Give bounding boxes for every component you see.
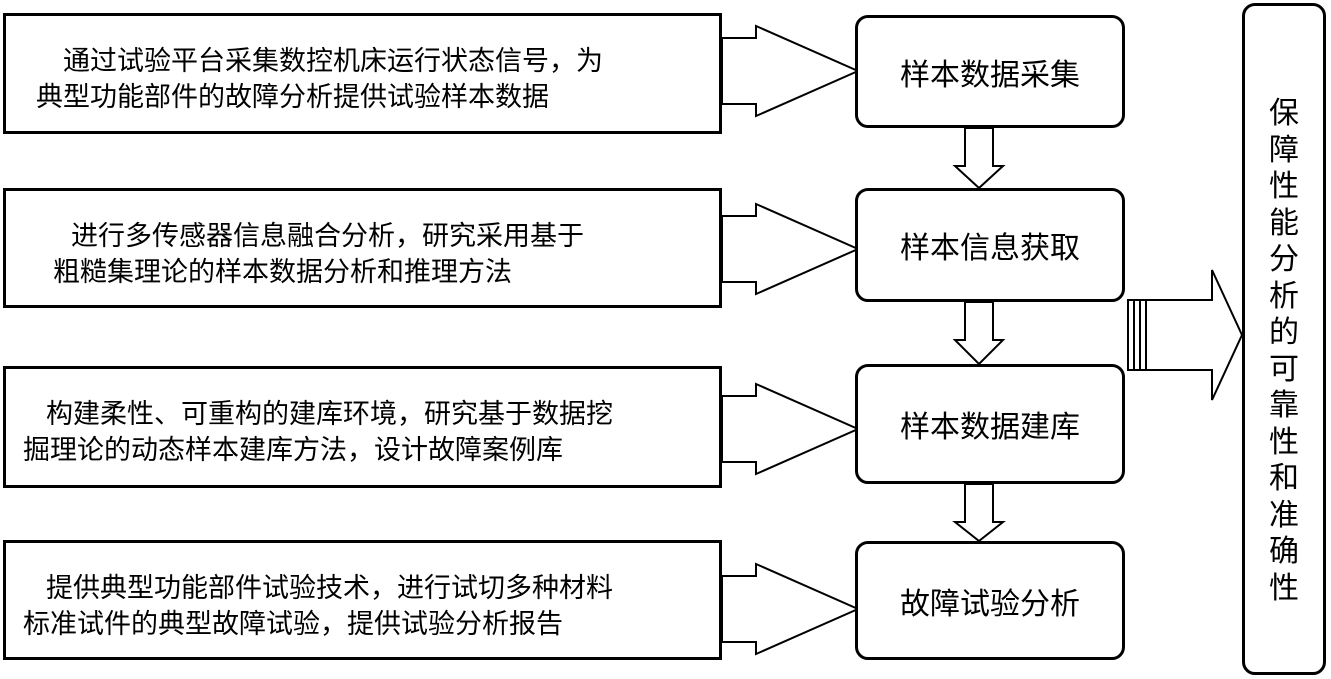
result-char: 可 <box>1269 351 1299 387</box>
description-box-3: 构建柔性、可重构的建库环境，研究基于数据挖 掘理论的动态样本建库方法，设计故障案… <box>3 366 722 488</box>
description-2-line-2: 粗糙集理论的样本数据分析和推理方法 <box>53 257 512 288</box>
description-box-1: 通过试验平台采集数控机床运行状态信号，为 典型功能部件的故障分析提供试验样本数据 <box>3 13 722 134</box>
result-arrow <box>1127 269 1244 401</box>
result-char: 准 <box>1269 497 1299 533</box>
result-char: 确 <box>1269 534 1299 569</box>
step-down-arrow-3 <box>952 483 1006 543</box>
result-char: 性 <box>1269 169 1299 204</box>
result-char: 性 <box>1269 570 1299 606</box>
step-box-sample-info-acquisition: 样本信息获取 <box>855 188 1125 302</box>
result-char: 分 <box>1269 242 1299 277</box>
result-char: 析 <box>1269 278 1299 314</box>
description-4-line-1: 提供典型功能部件试验技术，进行试切多种材料 <box>46 573 613 604</box>
desc-to-step-arrow-3 <box>721 382 861 476</box>
description-box-4: 提供典型功能部件试验技术，进行试切多种材料 标准试件的典型故障试验，提供试验分析… <box>3 540 722 660</box>
description-3-line-2: 掘理论的动态样本建库方法，设计故障案例库 <box>23 435 563 466</box>
result-char: 的 <box>1269 315 1299 350</box>
step-box-sample-data-collection: 样本数据采集 <box>855 15 1125 128</box>
result-char: 障 <box>1269 132 1299 168</box>
result-char: 靠 <box>1269 388 1299 423</box>
description-box-2: 进行多传感器信息融合分析，研究采用基于 粗糙集理论的样本数据分析和推理方法 <box>3 188 722 308</box>
result-box: 保 障 性 能 分 析 的 可 靠 性 和 准 确 性 <box>1242 3 1326 675</box>
desc-to-step-arrow-1 <box>721 24 861 118</box>
description-1-line-1: 通过试验平台采集数控机床运行状态信号，为 <box>63 46 603 77</box>
description-4-line-2: 标准试件的典型故障试验，提供试验分析报告 <box>23 609 563 640</box>
result-char: 能 <box>1269 205 1299 241</box>
step-down-arrow-1 <box>952 127 1006 190</box>
description-3-line-1: 构建柔性、可重构的建库环境，研究基于数据挖 <box>46 399 613 430</box>
description-2-line-1: 进行多传感器信息融合分析，研究采用基于 <box>71 221 584 252</box>
step-down-arrow-2 <box>952 301 1006 366</box>
result-char: 性 <box>1269 424 1299 460</box>
result-char: 保 <box>1269 96 1299 131</box>
step-box-sample-database-building: 样本数据建库 <box>855 364 1125 484</box>
description-1-line-2: 典型功能部件的故障分析提供试验样本数据 <box>36 82 549 113</box>
desc-to-step-arrow-2 <box>721 202 861 296</box>
desc-to-step-arrow-4 <box>721 562 861 656</box>
step-box-fault-test-analysis: 故障试验分析 <box>855 541 1125 660</box>
result-char: 和 <box>1269 461 1299 496</box>
